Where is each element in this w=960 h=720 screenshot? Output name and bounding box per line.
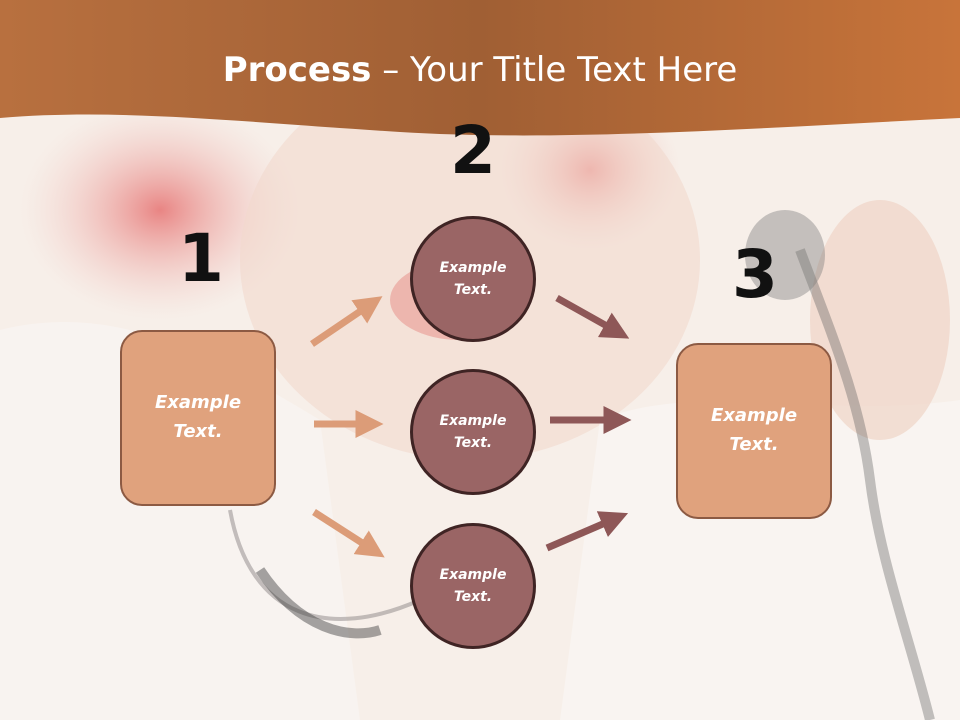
- step-number-3: 3: [732, 236, 778, 313]
- right-process-box: Example Text.: [676, 343, 832, 519]
- left-box-line2: Text.: [173, 421, 223, 442]
- process-circle-3: Example Text.: [410, 523, 536, 649]
- slide-title: Process – Your Title Text Here: [0, 50, 960, 90]
- circle-3-line1: Example: [439, 566, 507, 583]
- circle-2-line2: Text.: [453, 435, 493, 451]
- process-circle-1: Example Text.: [410, 216, 536, 342]
- process-circle-2: Example Text.: [410, 369, 536, 495]
- left-box-line1: Example: [154, 392, 242, 414]
- left-process-box: Example Text.: [120, 330, 276, 506]
- circle-1-line2: Text.: [453, 282, 493, 298]
- step-number-2: 2: [450, 112, 496, 189]
- title-rest: – Your Title Text Here: [371, 50, 738, 90]
- title-bold: Process: [222, 50, 372, 90]
- circle-1-line1: Example: [439, 259, 507, 276]
- circle-2-line1: Example: [439, 412, 507, 429]
- right-box-line2: Text.: [729, 434, 779, 455]
- step-number-1: 1: [178, 220, 224, 297]
- circle-3-line2: Text.: [453, 589, 493, 605]
- right-box-line1: Example: [710, 405, 798, 427]
